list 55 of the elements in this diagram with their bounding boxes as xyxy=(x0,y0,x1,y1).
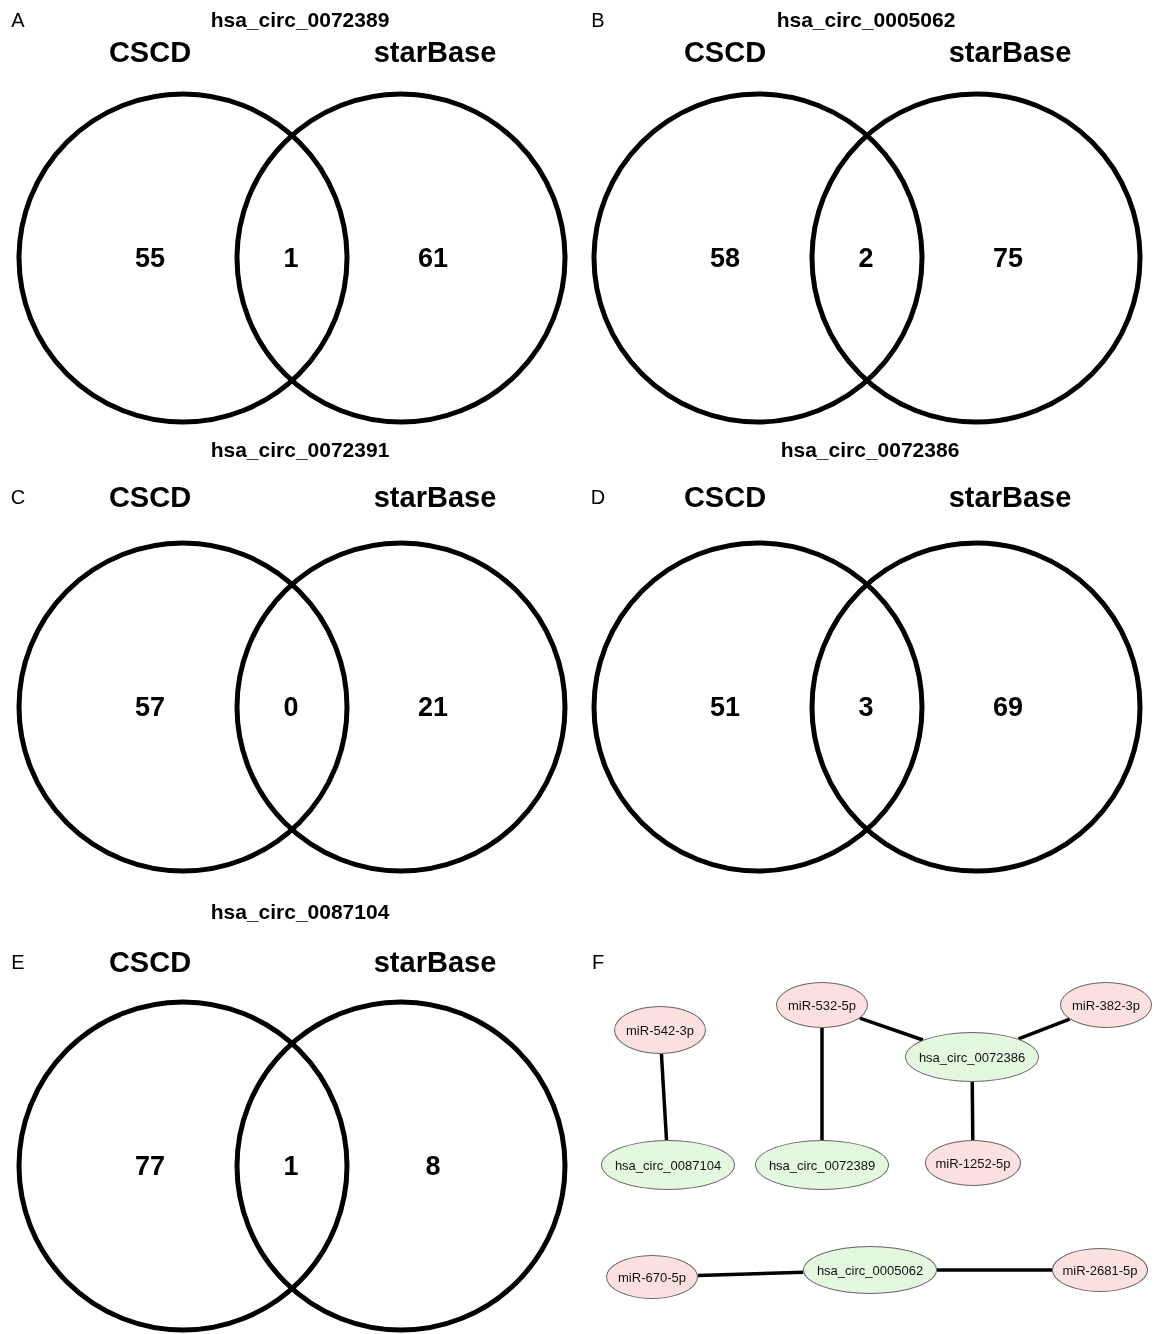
connector-line xyxy=(970,1082,975,1140)
panel-letter: D xyxy=(590,485,606,509)
set-label: CSCD xyxy=(108,480,192,514)
connector-line xyxy=(937,1268,1052,1272)
count-label: 77 xyxy=(135,1150,165,1182)
panel-title: hsa_circ_0072391 xyxy=(210,438,390,462)
count-label: 69 xyxy=(993,691,1023,723)
count-label: 61 xyxy=(418,242,448,274)
set-label: starBase xyxy=(373,480,497,514)
count-label: 58 xyxy=(710,242,740,274)
connector-line xyxy=(659,1053,669,1141)
count-label: 0 xyxy=(283,691,299,723)
connector-line xyxy=(697,1270,804,1278)
panel-letter: A xyxy=(11,8,25,32)
set-label: starBase xyxy=(948,35,1072,69)
node-label: miR-2681-5p xyxy=(1062,1262,1138,1278)
set-label: CSCD xyxy=(683,35,767,69)
count-label: 1 xyxy=(283,1150,299,1182)
panel-title: hsa_circ_0005062 xyxy=(776,8,956,32)
count-label: 1 xyxy=(283,242,299,274)
count-label: 21 xyxy=(418,691,448,723)
set-label: CSCD xyxy=(108,945,192,979)
connector-line xyxy=(859,1016,924,1042)
node-label: miR-670-5p xyxy=(618,1269,686,1285)
panel-letter: C xyxy=(10,485,26,509)
set-label: CSCD xyxy=(108,35,192,69)
node-label: hsa_circ_0072386 xyxy=(918,1049,1026,1065)
set-label: CSCD xyxy=(683,480,767,514)
count-label: 2 xyxy=(858,242,874,274)
count-label: 57 xyxy=(135,691,165,723)
count-label: 75 xyxy=(993,242,1023,274)
set-label: starBase xyxy=(948,480,1072,514)
count-label: 8 xyxy=(425,1150,441,1182)
node-label: miR-382-3p xyxy=(1072,997,1140,1013)
network-node xyxy=(1060,982,1152,1028)
panel-title: hsa_circ_0072389 xyxy=(210,8,390,32)
node-label: hsa_circ_0087104 xyxy=(614,1157,722,1173)
panel-letter: F xyxy=(591,950,605,974)
connector-line xyxy=(820,1028,824,1140)
panel-letter: B xyxy=(591,8,605,32)
connector-line xyxy=(1017,1017,1071,1041)
node-label: miR-542-3p xyxy=(626,1022,694,1038)
node-label: hsa_circ_0005062 xyxy=(816,1262,924,1278)
panel-title: hsa_circ_0072386 xyxy=(780,438,960,462)
node-label: hsa_circ_0072389 xyxy=(768,1157,876,1173)
count-label: 55 xyxy=(135,242,165,274)
node-label: miR-532-5p xyxy=(788,997,856,1013)
count-label: 51 xyxy=(710,691,740,723)
panel-letter: E xyxy=(11,950,25,974)
count-label: 3 xyxy=(858,691,874,723)
set-label: starBase xyxy=(373,945,497,979)
network-node xyxy=(776,982,868,1028)
panel-title: hsa_circ_0087104 xyxy=(210,900,390,924)
node-label: miR-1252-5p xyxy=(935,1155,1011,1171)
set-label: starBase xyxy=(373,35,497,69)
